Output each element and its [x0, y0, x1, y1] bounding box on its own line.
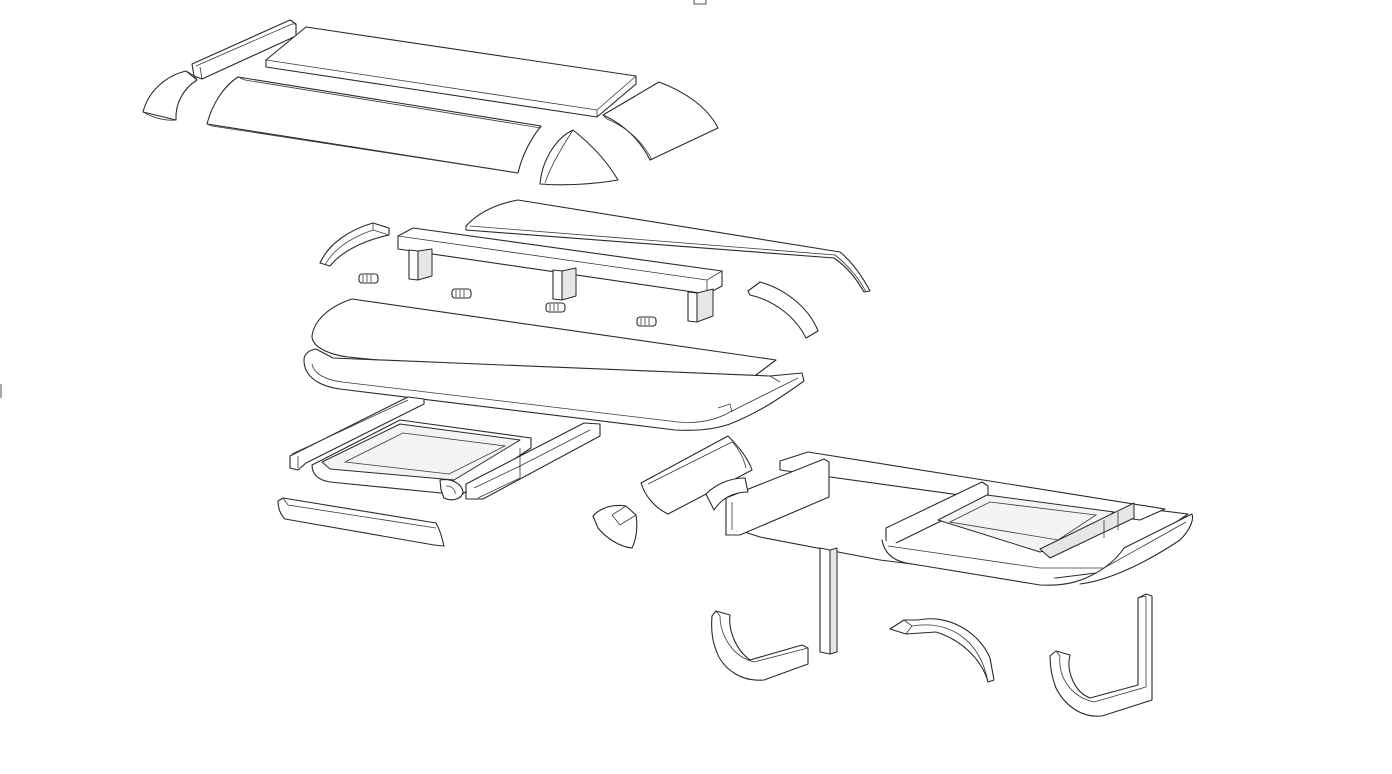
clip-2	[451, 288, 472, 299]
mid-right-curved-piece	[747, 281, 819, 339]
corner-block	[592, 504, 638, 549]
right-base-frame	[705, 451, 1194, 586]
left-drawer-front	[277, 497, 445, 547]
mid-small-curved-piece	[319, 222, 390, 267]
clip-3	[545, 302, 566, 313]
top-quarter-round-corner	[539, 129, 619, 186]
left-l-bracket	[711, 610, 809, 681]
top-left-end-cap	[142, 70, 198, 121]
mid-long-back-panel	[465, 199, 871, 293]
center-arc-piece	[889, 618, 995, 683]
support-post	[819, 547, 838, 655]
right-l-bracket	[1049, 593, 1153, 717]
top-long-curved-panel	[206, 76, 542, 174]
edge-marks	[0, 0, 707, 398]
connector-clips	[358, 273, 657, 327]
desk-top-frame	[303, 348, 805, 431]
clip-1	[358, 273, 379, 284]
right-curved-trough	[640, 435, 753, 515]
left-drawer-with-slides	[289, 396, 601, 501]
top-flat-panel	[265, 26, 637, 118]
mid-shelf-with-legs	[397, 227, 723, 323]
clip-4	[636, 316, 657, 327]
top-right-curved-panel	[602, 81, 719, 161]
